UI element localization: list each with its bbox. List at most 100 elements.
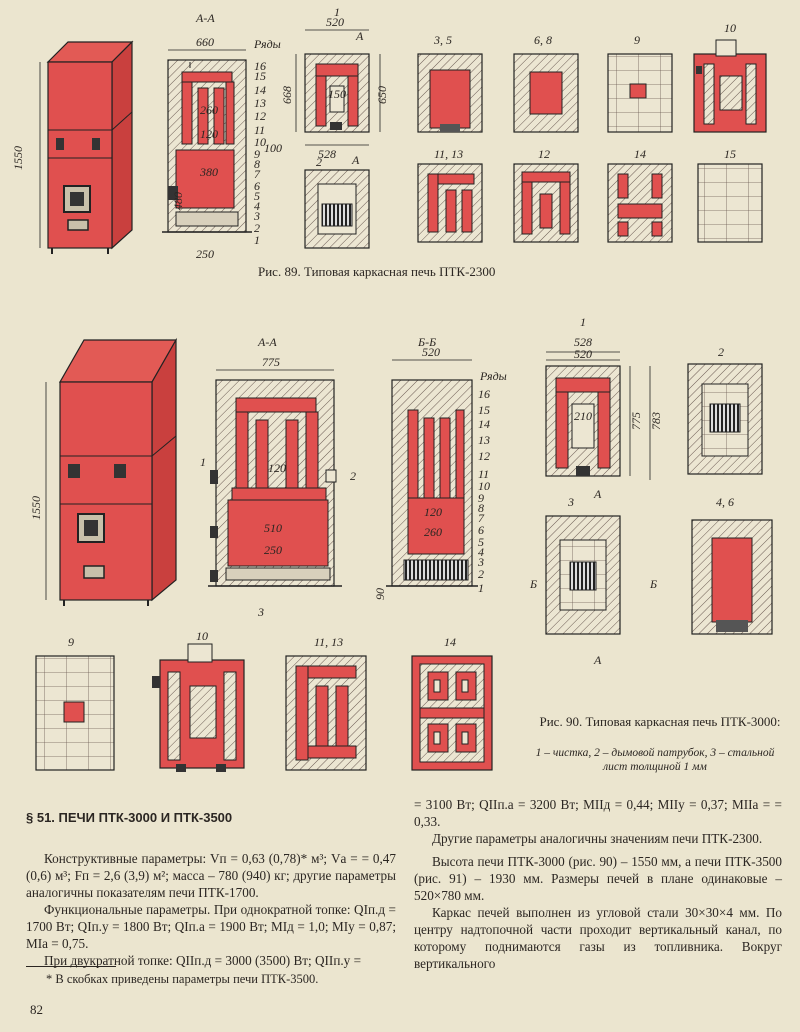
row-num: 7 (254, 167, 261, 181)
fig89-plan-15 (697, 163, 763, 243)
fig90-plan-9 (35, 655, 115, 771)
fig90-plan-4-6 (691, 519, 773, 635)
fig90-plan-10 (152, 643, 245, 772)
row-num: 15 (478, 403, 490, 417)
fig89-plan-3-5 (417, 53, 483, 133)
dim: 528 (574, 335, 592, 349)
row-num: 16 (478, 387, 490, 401)
fig89-plan-14 (607, 163, 673, 243)
plan-label: 2 (316, 155, 322, 169)
row-num: 2 (478, 567, 484, 581)
paragraph: Высота печи ПТК-3000 (рис. 90) – 1550 мм… (414, 854, 782, 903)
paragraph: Каркас печей выполнен из угловой стали 3… (414, 905, 782, 971)
dim: 480 (171, 192, 185, 210)
row-num: 11 (254, 123, 265, 137)
section-heading: § 51. ПЕЧИ ПТК-3000 И ПТК-3500 (26, 810, 233, 825)
fig90-section-aa-label: А-А (257, 335, 277, 349)
paragraph: Другие параметры аналогичны значениям пе… (432, 831, 763, 846)
fig90-section-bb-label: Б-Б (417, 335, 436, 349)
dim: 250 (196, 247, 214, 261)
callout: 2 (350, 469, 356, 483)
row-num: 5 (254, 189, 260, 203)
dim: 260 (424, 525, 442, 539)
fig89-stove-perspective (39, 40, 134, 254)
plan-label: 10 (196, 629, 208, 643)
dim: 120 (424, 505, 442, 519)
fig90-rows-label: Ряды (479, 369, 507, 383)
plan-label: 11, 13 (434, 147, 463, 161)
dim: 775 (629, 412, 643, 430)
cut-mark: А (351, 153, 360, 167)
row-num: 15 (254, 69, 266, 83)
plan-label: 15 (724, 147, 736, 161)
dim: 150 (328, 87, 346, 101)
left-column: Конструктивные параметры: Vп = 0,63 (0,7… (26, 850, 396, 969)
row-num: 12 (478, 449, 490, 463)
dim: 520 (326, 15, 344, 29)
plan-label: 2 (718, 345, 724, 359)
fig89-caption: Рис. 89. Типовая каркасная печь ПТК-2300 (258, 264, 496, 279)
dim: 520 (422, 345, 440, 359)
plan-label: 4, 6 (716, 495, 734, 509)
plan-label: 12 (538, 147, 550, 161)
fig89-plan-9 (607, 53, 673, 133)
dimension-lines (168, 29, 651, 480)
plan-label: 6, 8 (534, 33, 552, 47)
paragraph: При двукратной топке: QIIп.д = 3000 (350… (44, 953, 362, 968)
row-num: 13 (478, 433, 490, 447)
dim: 250 (264, 543, 282, 557)
fig90-caption-title: Рис. 90. Типовая каркасная печь ПТК-3000… (539, 714, 781, 729)
row-num: 2 (254, 221, 260, 235)
row-num: 14 (478, 417, 490, 431)
plan-label: 10 (724, 21, 736, 35)
dim: 510 (264, 521, 282, 535)
row-num: 4 (478, 545, 484, 559)
dim: 775 (262, 355, 280, 369)
paragraph: = 3100 Вт; QIIп.а = 3200 Вт; MIIд = 0,44… (414, 797, 782, 829)
dim: 380 (199, 165, 218, 179)
fig90-section-bb (386, 379, 478, 587)
dim: 1550 (11, 146, 25, 170)
fig90-caption-legend: 1 – чистка, 2 – дымовой патрубок, 3 – ст… (535, 747, 775, 773)
fig89-section-aa (162, 59, 252, 233)
dim: 783 (649, 412, 663, 430)
plan-label: 9 (68, 635, 74, 649)
fig90-plan-1 (545, 365, 621, 477)
row-num: 9 (478, 491, 484, 505)
right-column: = 3100 Вт; QIIп.а = 3200 Вт; MIIд = 0,44… (414, 796, 782, 972)
row-num: 12 (254, 109, 266, 123)
dim: 528 (318, 147, 336, 161)
row-num: 1 (478, 581, 484, 595)
paragraph: Конструктивные параметры: Vп = 0,63 (0,7… (26, 851, 396, 900)
row-num: 16 (254, 59, 266, 73)
plan-label: 1 (334, 5, 340, 19)
fig90-plan-3 (545, 515, 621, 635)
callout: 1 (200, 455, 206, 469)
row-num: 10 (254, 135, 266, 149)
plan-label: 11, 13 (314, 635, 343, 649)
plan-label: 3, 5 (433, 33, 452, 47)
row-num: 6 (254, 179, 260, 193)
dim: 1550 (29, 496, 43, 520)
fig89-plan-1 (304, 53, 370, 133)
fig90-plan-11-13 (285, 655, 367, 771)
callout: 3 (257, 605, 264, 619)
row-num: 8 (478, 501, 484, 515)
cut-mark: Б (529, 577, 537, 591)
row-num: 11 (478, 467, 489, 481)
dim: 660 (196, 35, 214, 49)
cut-mark: А (593, 653, 602, 667)
dim: 100 (264, 141, 282, 155)
page-number: 82 (30, 1002, 43, 1017)
fig90-labels: А-А Б-Б Ряды 775 520 1550 120 510 250 12… (29, 315, 734, 667)
fig89-plan-6-8 (513, 53, 579, 133)
plan-label: 14 (634, 147, 646, 161)
dim: 90 (373, 588, 387, 600)
row-num: 3 (477, 555, 484, 569)
row-num: 5 (478, 535, 484, 549)
dim: 668 (280, 86, 294, 104)
fig90-section-aa (208, 379, 342, 587)
cut-mark: Б (649, 577, 657, 591)
